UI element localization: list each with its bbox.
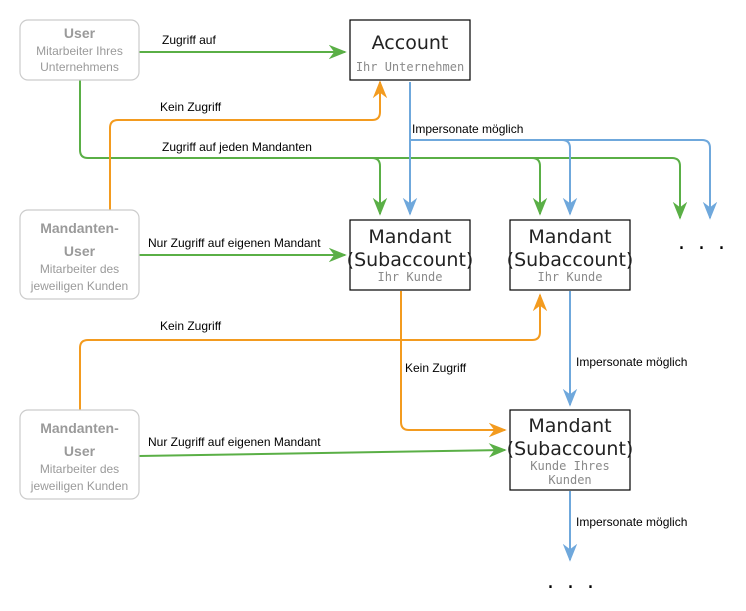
edge-mandant-a-to-mandant-c bbox=[400, 291, 507, 438]
label-kein-zugriff-mandant-b: Kein Zugriff bbox=[160, 319, 222, 333]
mandanten-user-2-sub-1: Mitarbeiter des bbox=[40, 462, 119, 476]
mandant-c-subtitle-1: Kunde Ihres bbox=[530, 459, 609, 473]
mandant-a-title-1: Mandant bbox=[368, 226, 451, 248]
label-zugriff-auf: Zugriff auf bbox=[162, 33, 216, 47]
mandant-c-subtitle-2: Kunden bbox=[548, 473, 591, 487]
label-nur-zugriff-eigenen-2: Nur Zugriff auf eigenen Mandant bbox=[148, 435, 321, 449]
ellipsis-bottom: . . . bbox=[547, 569, 597, 594]
user-box-sub-2: Unternehmens bbox=[40, 60, 119, 74]
label-impersonate-mandant-b: Impersonate möglich bbox=[576, 355, 687, 369]
mandanten-user-1-sub-2: jeweiligen Kunden bbox=[30, 279, 128, 293]
label-impersonate-account: Impersonate möglich bbox=[412, 122, 523, 136]
mandanten-user-box-2: Mandanten- User Mitarbeiter des jeweilig… bbox=[19, 409, 140, 500]
user-box-sub-1: Mitarbeiter Ihres bbox=[36, 44, 123, 58]
mandant-c-title-1: Mandant bbox=[528, 415, 611, 437]
mandant-b-title-1: Mandant bbox=[528, 226, 611, 248]
mandanten-user-1-title-1: Mandanten- bbox=[40, 220, 119, 236]
edge-account-to-more bbox=[562, 139, 718, 220]
account-title: Account bbox=[372, 32, 449, 54]
mandanten-user-2-title-2: User bbox=[64, 443, 96, 459]
user-box-title: User bbox=[64, 25, 96, 41]
mandant-box-c: Mandant (Subaccount) Kunde Ihres Kunden bbox=[507, 409, 634, 491]
mandanten-user-2-title-1: Mandanten- bbox=[40, 420, 119, 436]
mandant-a-title-2: (Subaccount) bbox=[347, 249, 474, 271]
label-zugriff-jeden-mandanten: Zugriff auf jeden Mandanten bbox=[162, 140, 312, 154]
mandant-box-b: Mandant (Subaccount) Ihr Kunde bbox=[507, 219, 634, 291]
edge-account-to-mandant-b bbox=[410, 139, 578, 216]
mandanten-user-2-sub-2: jeweiligen Kunden bbox=[30, 479, 128, 493]
edge-user-to-more bbox=[532, 157, 688, 220]
edge-mandanten-user-2-to-mandant-c bbox=[138, 443, 507, 458]
mandanten-user-1-title-2: User bbox=[64, 243, 96, 259]
mandant-b-subtitle: Ihr Kunde bbox=[537, 270, 602, 284]
account-box: Account Ihr Unternehmen bbox=[349, 19, 471, 81]
label-kein-zugriff-mandant-c: Kein Zugriff bbox=[405, 361, 467, 375]
account-subtitle: Ihr Unternehmen bbox=[356, 60, 464, 74]
user-box: User Mitarbeiter Ihres Unternehmens bbox=[19, 19, 140, 81]
edge-user-to-mandant-a bbox=[79, 80, 388, 216]
label-impersonate-mandant-c: Impersonate möglich bbox=[576, 515, 687, 529]
mandant-box-a: Mandant (Subaccount) Ihr Kunde bbox=[347, 219, 474, 291]
ellipsis-right: . . . bbox=[678, 230, 728, 255]
edge-mandanten-user-2-to-mandant-b bbox=[79, 293, 548, 410]
mandant-a-subtitle: Ihr Kunde bbox=[377, 270, 442, 284]
mandant-b-title-2: (Subaccount) bbox=[507, 249, 634, 271]
edge-user-to-mandant-b bbox=[372, 157, 548, 216]
edge-mandanten-user-1-to-account bbox=[109, 80, 388, 210]
label-nur-zugriff-eigenen-1: Nur Zugriff auf eigenen Mandant bbox=[148, 236, 321, 250]
mandant-c-title-2: (Subaccount) bbox=[507, 438, 634, 460]
mandanten-user-1-sub-1: Mitarbeiter des bbox=[40, 262, 119, 276]
mandanten-user-box-1: Mandanten- User Mitarbeiter des jeweilig… bbox=[19, 209, 140, 300]
label-kein-zugriff-account: Kein Zugriff bbox=[160, 100, 222, 114]
